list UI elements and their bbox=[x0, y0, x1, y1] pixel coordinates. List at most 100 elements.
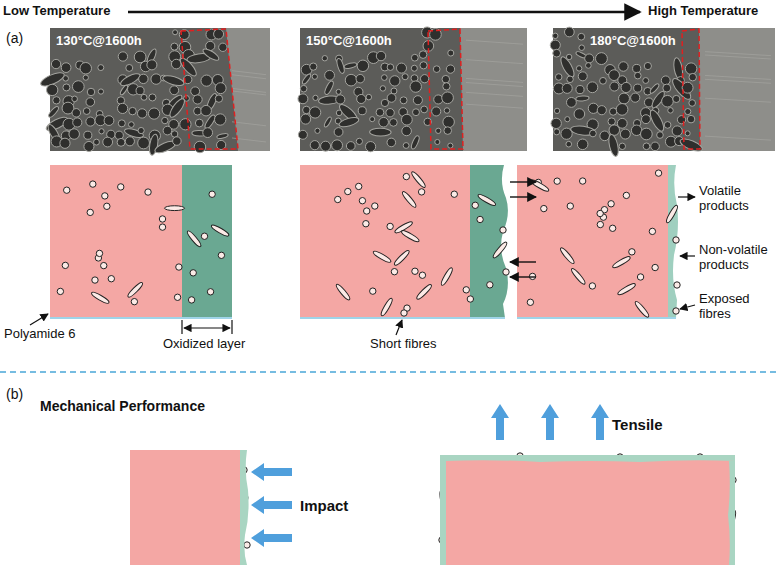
fibre-section bbox=[579, 45, 585, 51]
scratch-line bbox=[705, 55, 771, 59]
leader-line bbox=[30, 314, 48, 325]
fibre-section bbox=[637, 274, 643, 280]
fibre-section bbox=[300, 85, 307, 92]
fibre-section bbox=[357, 60, 368, 71]
scratch-line bbox=[466, 83, 523, 87]
fibre-section bbox=[403, 173, 409, 179]
fibre-section bbox=[413, 96, 422, 105]
condition-label: 150°C@1600h bbox=[306, 34, 392, 49]
fibre-section bbox=[356, 183, 362, 189]
short-fibre bbox=[530, 179, 550, 193]
fibre-section bbox=[60, 138, 70, 148]
fibre-section bbox=[363, 221, 369, 227]
fibre-section bbox=[47, 105, 60, 118]
fibre-section bbox=[670, 76, 694, 102]
short-fibre bbox=[559, 247, 576, 265]
fibre-section bbox=[550, 40, 560, 50]
fibre-section bbox=[661, 76, 670, 85]
fibre-section bbox=[600, 77, 607, 84]
fibre-section bbox=[554, 129, 560, 135]
micrograph bbox=[550, 27, 775, 157]
fibre-section bbox=[608, 201, 614, 207]
fibre-section bbox=[86, 117, 95, 126]
fibre-section bbox=[322, 56, 327, 61]
leader-line bbox=[680, 305, 695, 309]
fibre-section bbox=[336, 95, 345, 104]
fibre-section bbox=[118, 120, 125, 127]
fibre-section bbox=[201, 47, 220, 62]
fibre-section bbox=[87, 209, 93, 215]
fibre-section bbox=[677, 116, 685, 124]
part-label: Non-volatile products bbox=[699, 243, 775, 273]
fibre-section bbox=[685, 131, 690, 136]
fibre-section bbox=[651, 142, 660, 151]
fibre-section bbox=[386, 109, 394, 117]
fibre-section bbox=[216, 133, 228, 140]
fibre-section bbox=[203, 128, 213, 138]
short-fibre bbox=[612, 255, 632, 269]
short-fibre bbox=[210, 224, 230, 238]
fibre-section bbox=[72, 96, 78, 102]
load-label: Impact bbox=[300, 497, 348, 514]
fibre-section bbox=[139, 74, 148, 83]
fibre-section bbox=[131, 298, 137, 304]
fibre-section bbox=[167, 97, 186, 120]
fibre-section bbox=[442, 75, 450, 83]
panel-letter: (a) bbox=[6, 30, 23, 46]
fibre-section bbox=[190, 270, 196, 276]
fibre-section bbox=[51, 59, 60, 68]
short-fibre bbox=[165, 206, 185, 211]
matrix-block bbox=[50, 165, 182, 318]
fibre-section bbox=[98, 65, 104, 71]
short-fibre bbox=[410, 170, 427, 188]
micrograph-ground bbox=[300, 28, 527, 151]
fibre-section bbox=[148, 108, 159, 119]
fibre-section bbox=[463, 287, 469, 293]
fibre-section bbox=[201, 105, 212, 116]
fibre-section bbox=[298, 130, 307, 139]
release-arrow bbox=[510, 196, 536, 197]
fibre-section bbox=[629, 249, 635, 255]
fibre-section bbox=[443, 83, 450, 90]
fibre-section bbox=[129, 107, 136, 114]
fibre-section bbox=[421, 106, 428, 113]
fibre-section bbox=[357, 94, 366, 103]
fibre-section bbox=[401, 310, 407, 316]
part-label: Exposed fibres bbox=[699, 292, 775, 322]
fibre-section bbox=[137, 109, 146, 118]
fibre-section bbox=[138, 127, 144, 133]
fibre-section bbox=[585, 54, 594, 63]
short-fibre bbox=[335, 283, 352, 301]
fibre-section bbox=[125, 137, 134, 146]
fibre-section bbox=[128, 122, 134, 128]
fibre-section bbox=[359, 198, 365, 204]
fibre-section bbox=[171, 59, 181, 69]
fibre-section bbox=[555, 74, 562, 81]
impact-arrow bbox=[251, 496, 292, 514]
fibre-section bbox=[685, 109, 691, 115]
fibre-section bbox=[390, 76, 400, 86]
fibre-section bbox=[63, 84, 70, 91]
fibre-section bbox=[589, 283, 595, 289]
fibre-section bbox=[436, 128, 441, 133]
fibre-section bbox=[346, 142, 355, 151]
fibre-section bbox=[94, 139, 100, 145]
fibre-section bbox=[387, 223, 393, 229]
fibre-section bbox=[84, 141, 94, 151]
short-fibre bbox=[401, 190, 418, 208]
fibre-section bbox=[390, 119, 398, 127]
fibre-section bbox=[527, 299, 533, 305]
fibre-section bbox=[565, 117, 570, 122]
fibre-section bbox=[446, 65, 454, 73]
fibre-section bbox=[63, 76, 69, 82]
micrograph bbox=[39, 28, 270, 156]
fibre-section bbox=[126, 64, 133, 71]
fibre-section bbox=[467, 296, 473, 302]
fibre-section bbox=[180, 119, 191, 130]
edge-line bbox=[50, 317, 232, 319]
scratch-line bbox=[466, 92, 523, 96]
fibre-section bbox=[214, 29, 224, 39]
fibre-section bbox=[170, 86, 179, 95]
